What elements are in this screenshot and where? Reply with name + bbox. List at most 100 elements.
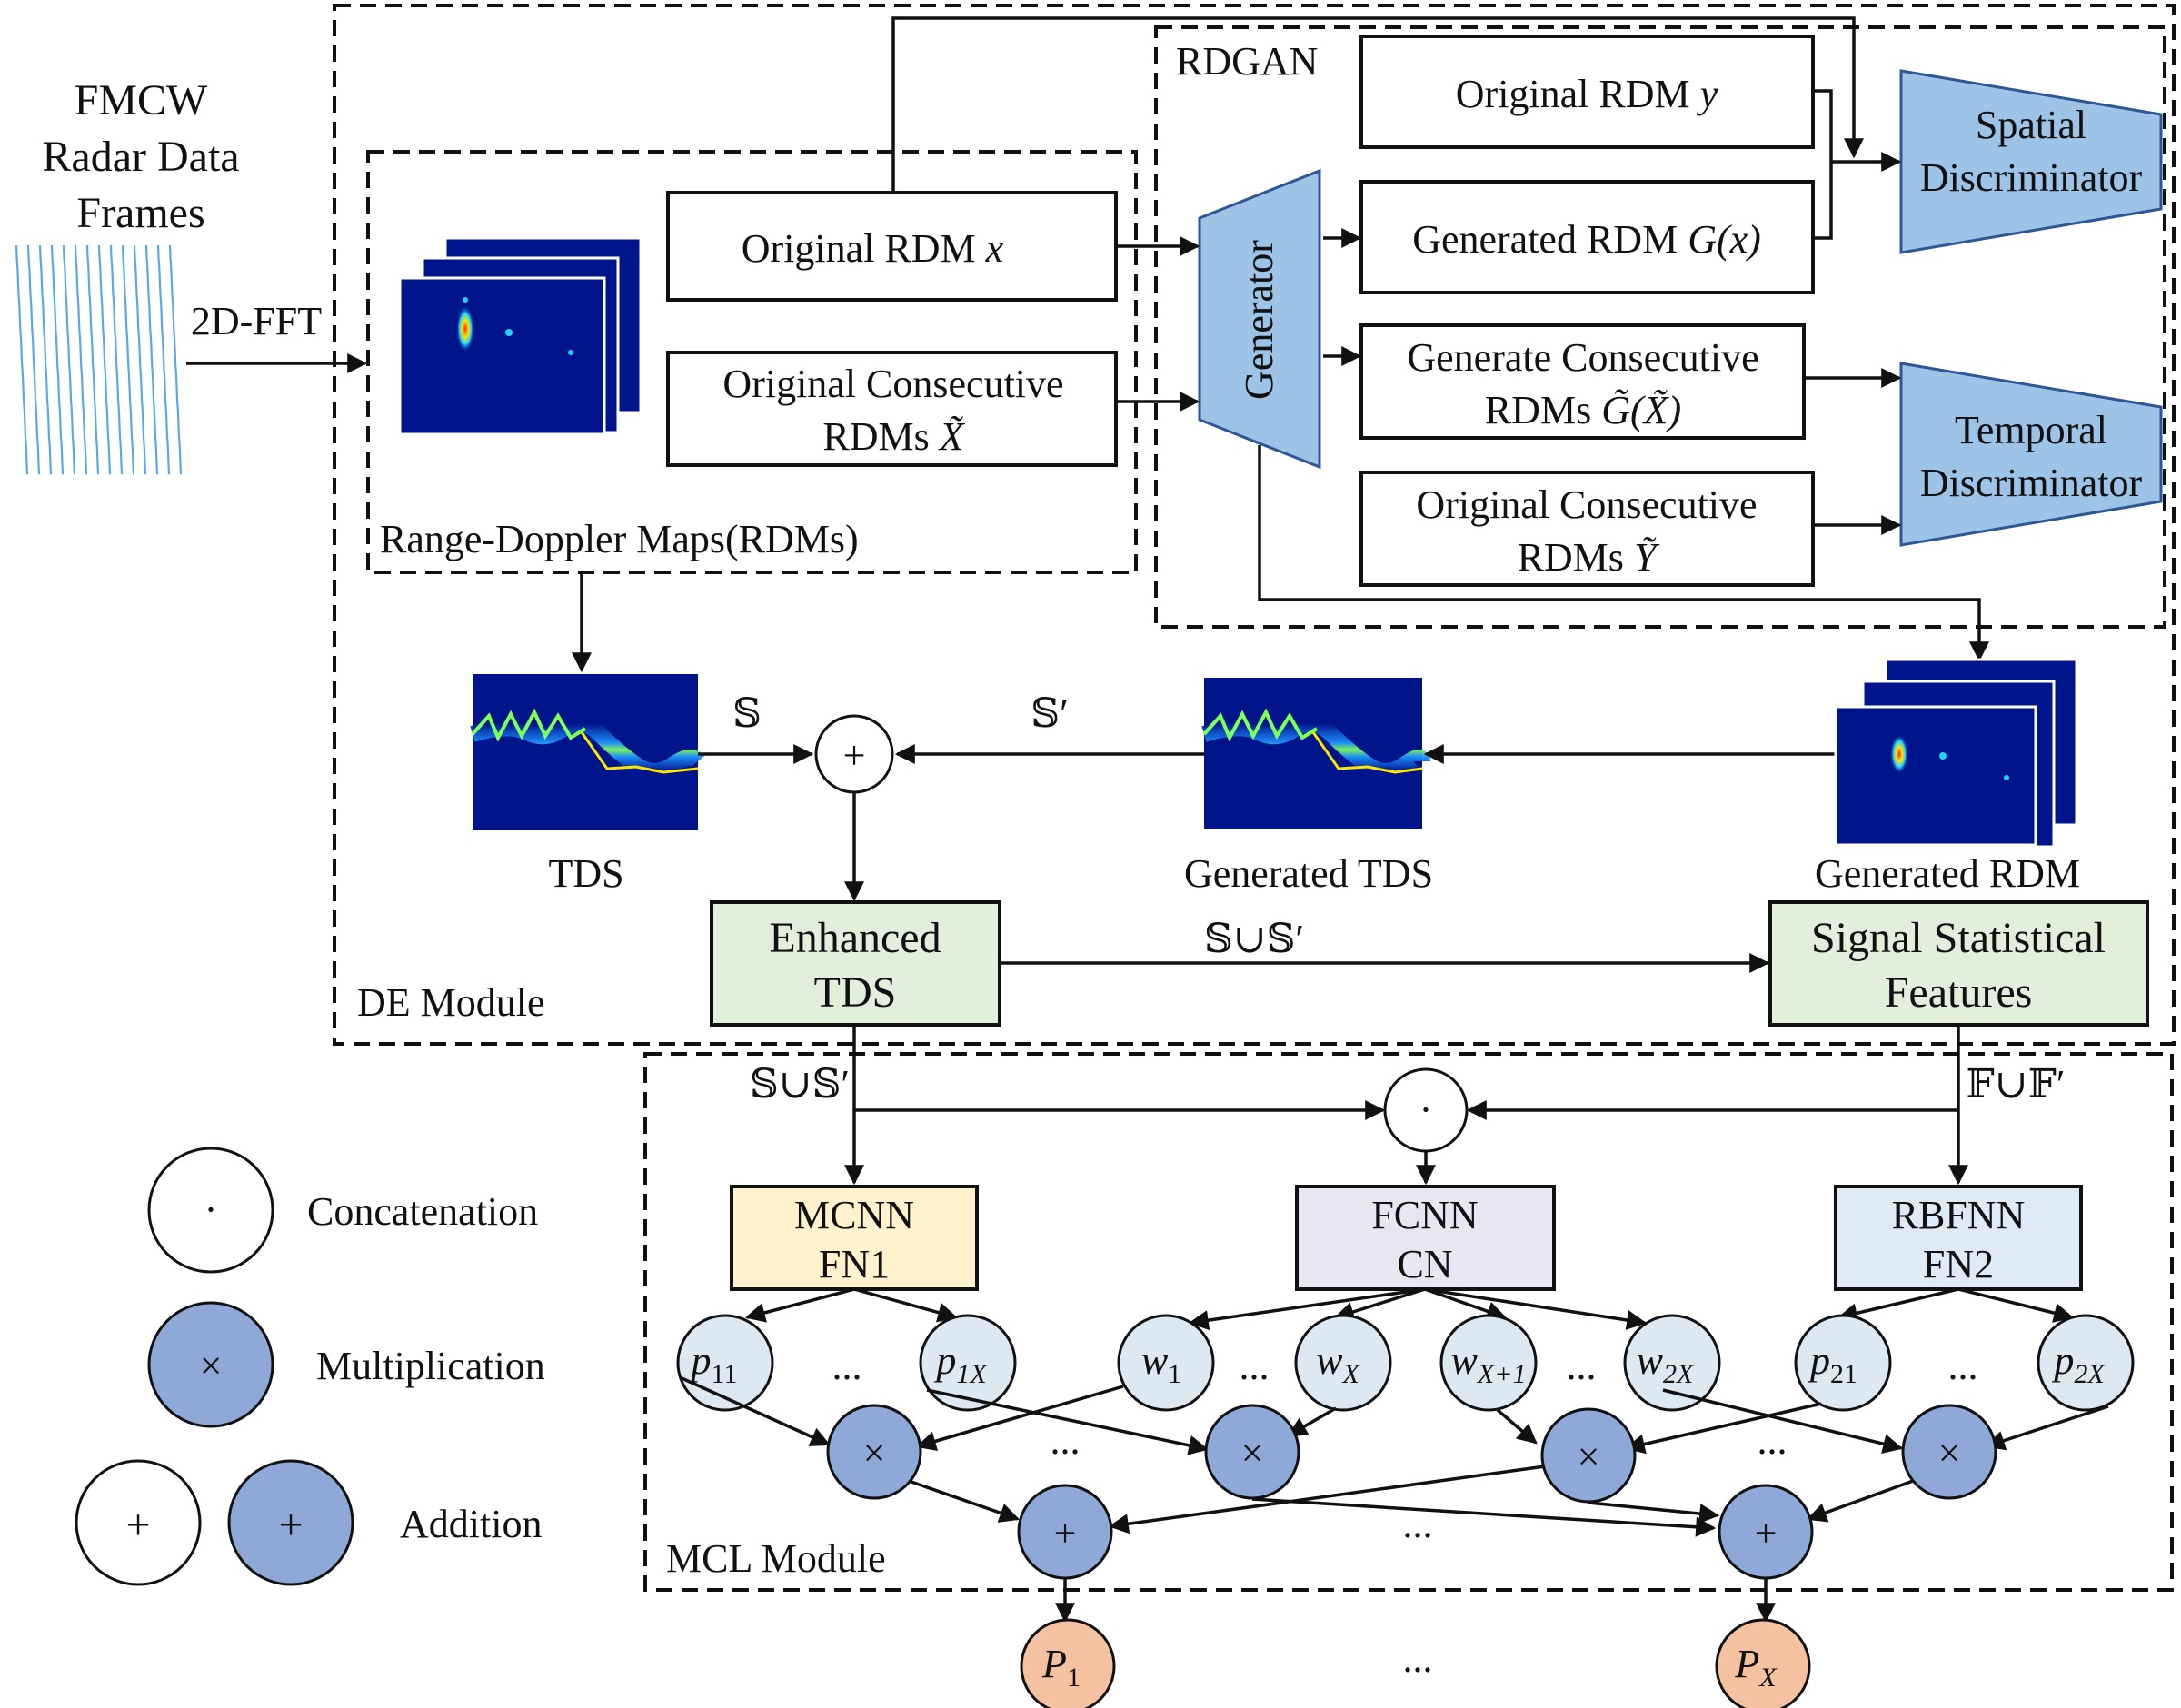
ellipsis-w2: ... bbox=[1567, 1344, 1597, 1388]
svg-text:·: · bbox=[204, 1187, 218, 1232]
legend-concat-icon bbox=[147, 1147, 274, 1274]
output-node-px: PX bbox=[1715, 1618, 1811, 1708]
original-rdm-x-label: Original RDM x bbox=[742, 226, 1004, 271]
weight-node-w2x: w2X bbox=[1623, 1314, 1721, 1412]
fft-label: 2D-FFT bbox=[191, 299, 322, 343]
wire-gen-to-generated-rdm bbox=[1258, 445, 1989, 662]
wire-gx-to-spatial bbox=[1813, 162, 1833, 240]
temporal-discriminator bbox=[1899, 362, 2163, 547]
add-node-1: + bbox=[1017, 1484, 1113, 1580]
svg-text:PX: PX bbox=[1734, 1642, 1778, 1693]
ellipsis-p1: ... bbox=[832, 1344, 862, 1388]
mcl-module-title: MCL Module bbox=[666, 1536, 886, 1581]
legend: · Concatenation × Multiplication + + Add… bbox=[75, 1147, 545, 1586]
union-f-mcl: 𝔽∪𝔽′ bbox=[1967, 1062, 2066, 1107]
generator-label: Generator bbox=[1237, 240, 1281, 400]
svg-text:p2X: p2X bbox=[2051, 1338, 2106, 1389]
spatial-discriminator bbox=[1899, 69, 2163, 254]
svg-text:P1: P1 bbox=[1041, 1642, 1081, 1693]
svg-text:×: × bbox=[1578, 1435, 1600, 1479]
svg-text:×: × bbox=[1938, 1431, 1961, 1475]
input-title-line1: FMCW bbox=[75, 76, 208, 124]
enhanced-tds-line1: Enhanced bbox=[769, 914, 941, 962]
fanout-wires bbox=[744, 1287, 2075, 1331]
mult-node-4: × bbox=[1901, 1404, 1997, 1500]
mcnn-box bbox=[730, 1185, 979, 1291]
wire-y-to-spatial bbox=[1813, 89, 1902, 172]
rdm-stack bbox=[398, 236, 642, 436]
generated-tds-spectrogram bbox=[1201, 678, 1430, 829]
original-consecutive-y-line2: RDMs Ỹ bbox=[1518, 535, 1660, 580]
ellipsis-add: ... bbox=[1403, 1502, 1433, 1546]
original-rdm-y-label: Original RDM y bbox=[1456, 72, 1718, 116]
fcnn-line2: CN bbox=[1397, 1242, 1452, 1286]
weight-node-w1: w1 bbox=[1117, 1314, 1215, 1412]
original-consecutive-x-line1: Original Consecutive bbox=[722, 362, 1063, 406]
svg-text:+: + bbox=[1054, 1511, 1077, 1555]
mcnn-line2: FN1 bbox=[819, 1242, 890, 1286]
generate-consecutive-line2: RDMs G̃(X̃) bbox=[1485, 388, 1681, 432]
radar-chirp-lines bbox=[15, 244, 183, 475]
generate-consecutive-box bbox=[1359, 323, 1806, 440]
generate-consecutive-line1: Generate Consecutive bbox=[1407, 335, 1758, 380]
fcnn-box bbox=[1295, 1185, 1556, 1291]
fcnn-line1: FCNN bbox=[1371, 1193, 1478, 1237]
rdm-group-border bbox=[366, 150, 1138, 574]
svg-text:+: + bbox=[1755, 1511, 1778, 1555]
mcl-module-border bbox=[643, 1052, 2174, 1592]
wire-x-to-spatial bbox=[891, 16, 1864, 193]
union-s-mcl: 𝕊∪𝕊′ bbox=[750, 1062, 850, 1107]
rdgan-title: RDGAN bbox=[1176, 39, 1318, 84]
input-title-line3: Frames bbox=[76, 189, 204, 237]
stats-features-line1: Signal Statistical bbox=[1811, 914, 2106, 962]
generated-rdm-gx-label: Generated RDM G(x) bbox=[1412, 217, 1761, 262]
legend-add-label: Addition bbox=[400, 1502, 542, 1546]
rdm-group-title: Range-Doppler Maps(RDMs) bbox=[380, 517, 859, 561]
union-symbol-de: 𝕊∪𝕊′ bbox=[1204, 917, 1304, 961]
legend-concat-label: Concatenation bbox=[307, 1189, 538, 1234]
legend-add-white-icon bbox=[75, 1459, 202, 1586]
weight-node-wx: wX bbox=[1294, 1314, 1392, 1412]
weight-node-wx1: wX+1 bbox=[1439, 1314, 1538, 1412]
original-consecutive-x-box bbox=[666, 351, 1118, 467]
mcnn-line1: MCNN bbox=[794, 1193, 914, 1237]
svg-text:p11: p11 bbox=[689, 1338, 738, 1389]
weight-node-p21: p21 bbox=[1794, 1314, 1892, 1412]
input-title-line2: Radar Data bbox=[42, 133, 239, 181]
temporal-discriminator-line2: Discriminator bbox=[1920, 461, 2143, 505]
de-module-title: DE Module bbox=[357, 980, 545, 1025]
original-consecutive-x-line2: RDMs X̃ bbox=[822, 414, 965, 459]
concat-node-symbol: · bbox=[1419, 1087, 1433, 1132]
svg-text:wX: wX bbox=[1316, 1338, 1360, 1389]
mult-node-1: × bbox=[826, 1404, 922, 1500]
add-node-2: + bbox=[1718, 1484, 1814, 1580]
weight-node-p1x: p1X bbox=[919, 1314, 1017, 1412]
enhanced-tds-line2: TDS bbox=[814, 968, 897, 1017]
ellipsis-p2: ... bbox=[1948, 1344, 1978, 1388]
svg-text:w1: w1 bbox=[1141, 1338, 1181, 1389]
spatial-discriminator-line2: Discriminator bbox=[1920, 155, 2143, 200]
svg-text:×: × bbox=[1241, 1431, 1264, 1475]
svg-text:w2X: w2X bbox=[1637, 1338, 1695, 1389]
spatial-discriminator-line1: Spatial bbox=[1976, 103, 2086, 147]
generated-tds-label: Generated TDS bbox=[1184, 851, 1433, 896]
rbfnn-line1: RBFNN bbox=[1892, 1193, 2026, 1237]
mult-input-wires bbox=[679, 1375, 2109, 1455]
weight-node-p11: p11 bbox=[676, 1314, 774, 1412]
svg-text:p21: p21 bbox=[1808, 1338, 1857, 1389]
legend-mult-icon bbox=[147, 1301, 274, 1428]
ellipsis-w1: ... bbox=[1240, 1344, 1270, 1388]
ellipsis-mult-right: ... bbox=[1758, 1418, 1788, 1463]
ellipsis-mult-left: ... bbox=[1051, 1418, 1081, 1463]
s-symbol: 𝕊 bbox=[732, 691, 762, 736]
rbfnn-line2: FN2 bbox=[1923, 1242, 1994, 1286]
add-input-wires bbox=[908, 1465, 1914, 1537]
weight-node-p2x: p2X bbox=[2037, 1314, 2135, 1412]
de-plus-symbol: + bbox=[843, 733, 866, 778]
generated-rdm-label: Generated RDM bbox=[1815, 851, 2080, 896]
temporal-discriminator-line1: Temporal bbox=[1955, 408, 2107, 452]
s-prime-symbol: 𝕊′ bbox=[1031, 691, 1068, 736]
generated-rdm-gx-box bbox=[1359, 180, 1815, 294]
